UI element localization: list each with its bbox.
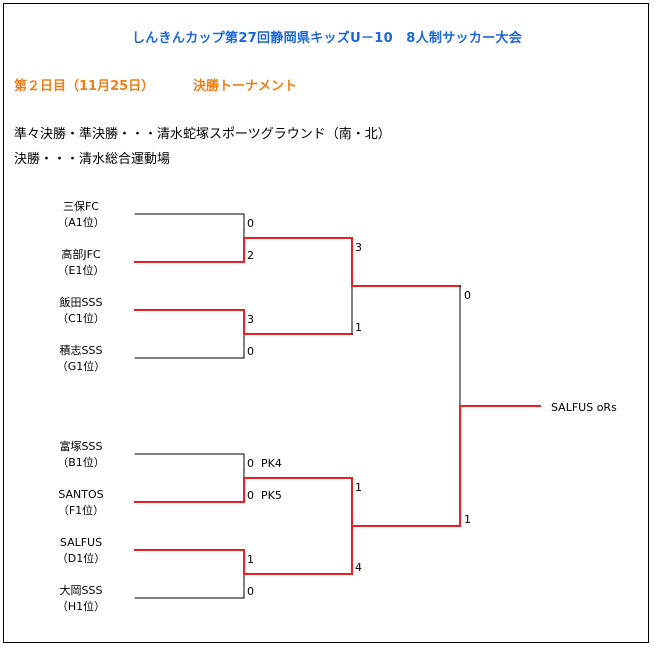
team-name: SALFUS [59,536,103,549]
team-seed: （G1位） [56,360,106,373]
score-sf2-bottom: 4 [355,561,362,574]
venue-line-semifinal: 準々決勝・準決勝・・・清水蛇塚スポーツグラウンド（南・北） [14,127,391,142]
team-3: 飯田SSS （C1位） [26,295,136,327]
pk-qf3-team5: PK4 [261,457,282,470]
score-final-top: 0 [464,289,471,302]
team-seed: （E1位） [57,264,105,277]
team-name: 大岡SSS [59,584,103,597]
team-seed: （F1位） [57,504,105,517]
score-sf1-bottom: 1 [355,321,362,334]
day-label: 第２日目（11月25日） [14,79,155,94]
pk-qf3-team6: PK5 [261,489,282,502]
score-qf4-team8: 0 [247,585,254,598]
team-seed: （A1位） [57,216,105,229]
outer-frame [3,3,649,643]
score-qf4-team7: 1 [247,553,254,566]
team-seed: （B1位） [57,456,105,469]
score-sf1-top: 3 [355,241,362,254]
score-qf2-team4: 0 [247,345,254,358]
venue-line-final: 決勝・・・清水総合運動場 [14,152,171,167]
score-qf1-team2: 2 [247,249,254,262]
score-qf2-team3: 3 [247,313,254,326]
stage-label: 決勝トーナメント [193,79,298,94]
score-sf2-top: 1 [355,481,362,494]
team-seed: （H1位） [56,600,106,613]
tournament-title: しんきんカップ第27回静岡県キッズU－10 8人制サッカー大会 [131,31,523,46]
team-seed: （C1位） [57,312,105,325]
team-name: 高部JFC [61,248,101,261]
score-qf3-team6: 0 [247,489,254,502]
team-2: 高部JFC （E1位） [26,247,136,279]
team-8: 大岡SSS （H1位） [26,583,136,615]
team-7: SALFUS （D1位） [26,535,136,567]
team-name: 積志SSS [59,344,103,357]
team-name: 飯田SSS [59,296,103,309]
team-name: 三保FC [62,200,99,213]
team-6: SANTOS （F1位） [26,487,136,519]
team-name: 富塚SSS [59,440,103,453]
score-qf3-team5: 0 [247,457,254,470]
team-4: 積志SSS （G1位） [26,343,136,375]
team-1: 三保FC （A1位） [26,199,136,231]
score-qf1-team1: 0 [247,217,254,230]
score-final-bottom: 1 [464,513,471,526]
champion-label: SALFUS oRs [551,401,617,414]
team-name: SANTOS [58,488,104,501]
team-seed: （D1位） [56,552,106,565]
team-5: 富塚SSS （B1位） [26,439,136,471]
